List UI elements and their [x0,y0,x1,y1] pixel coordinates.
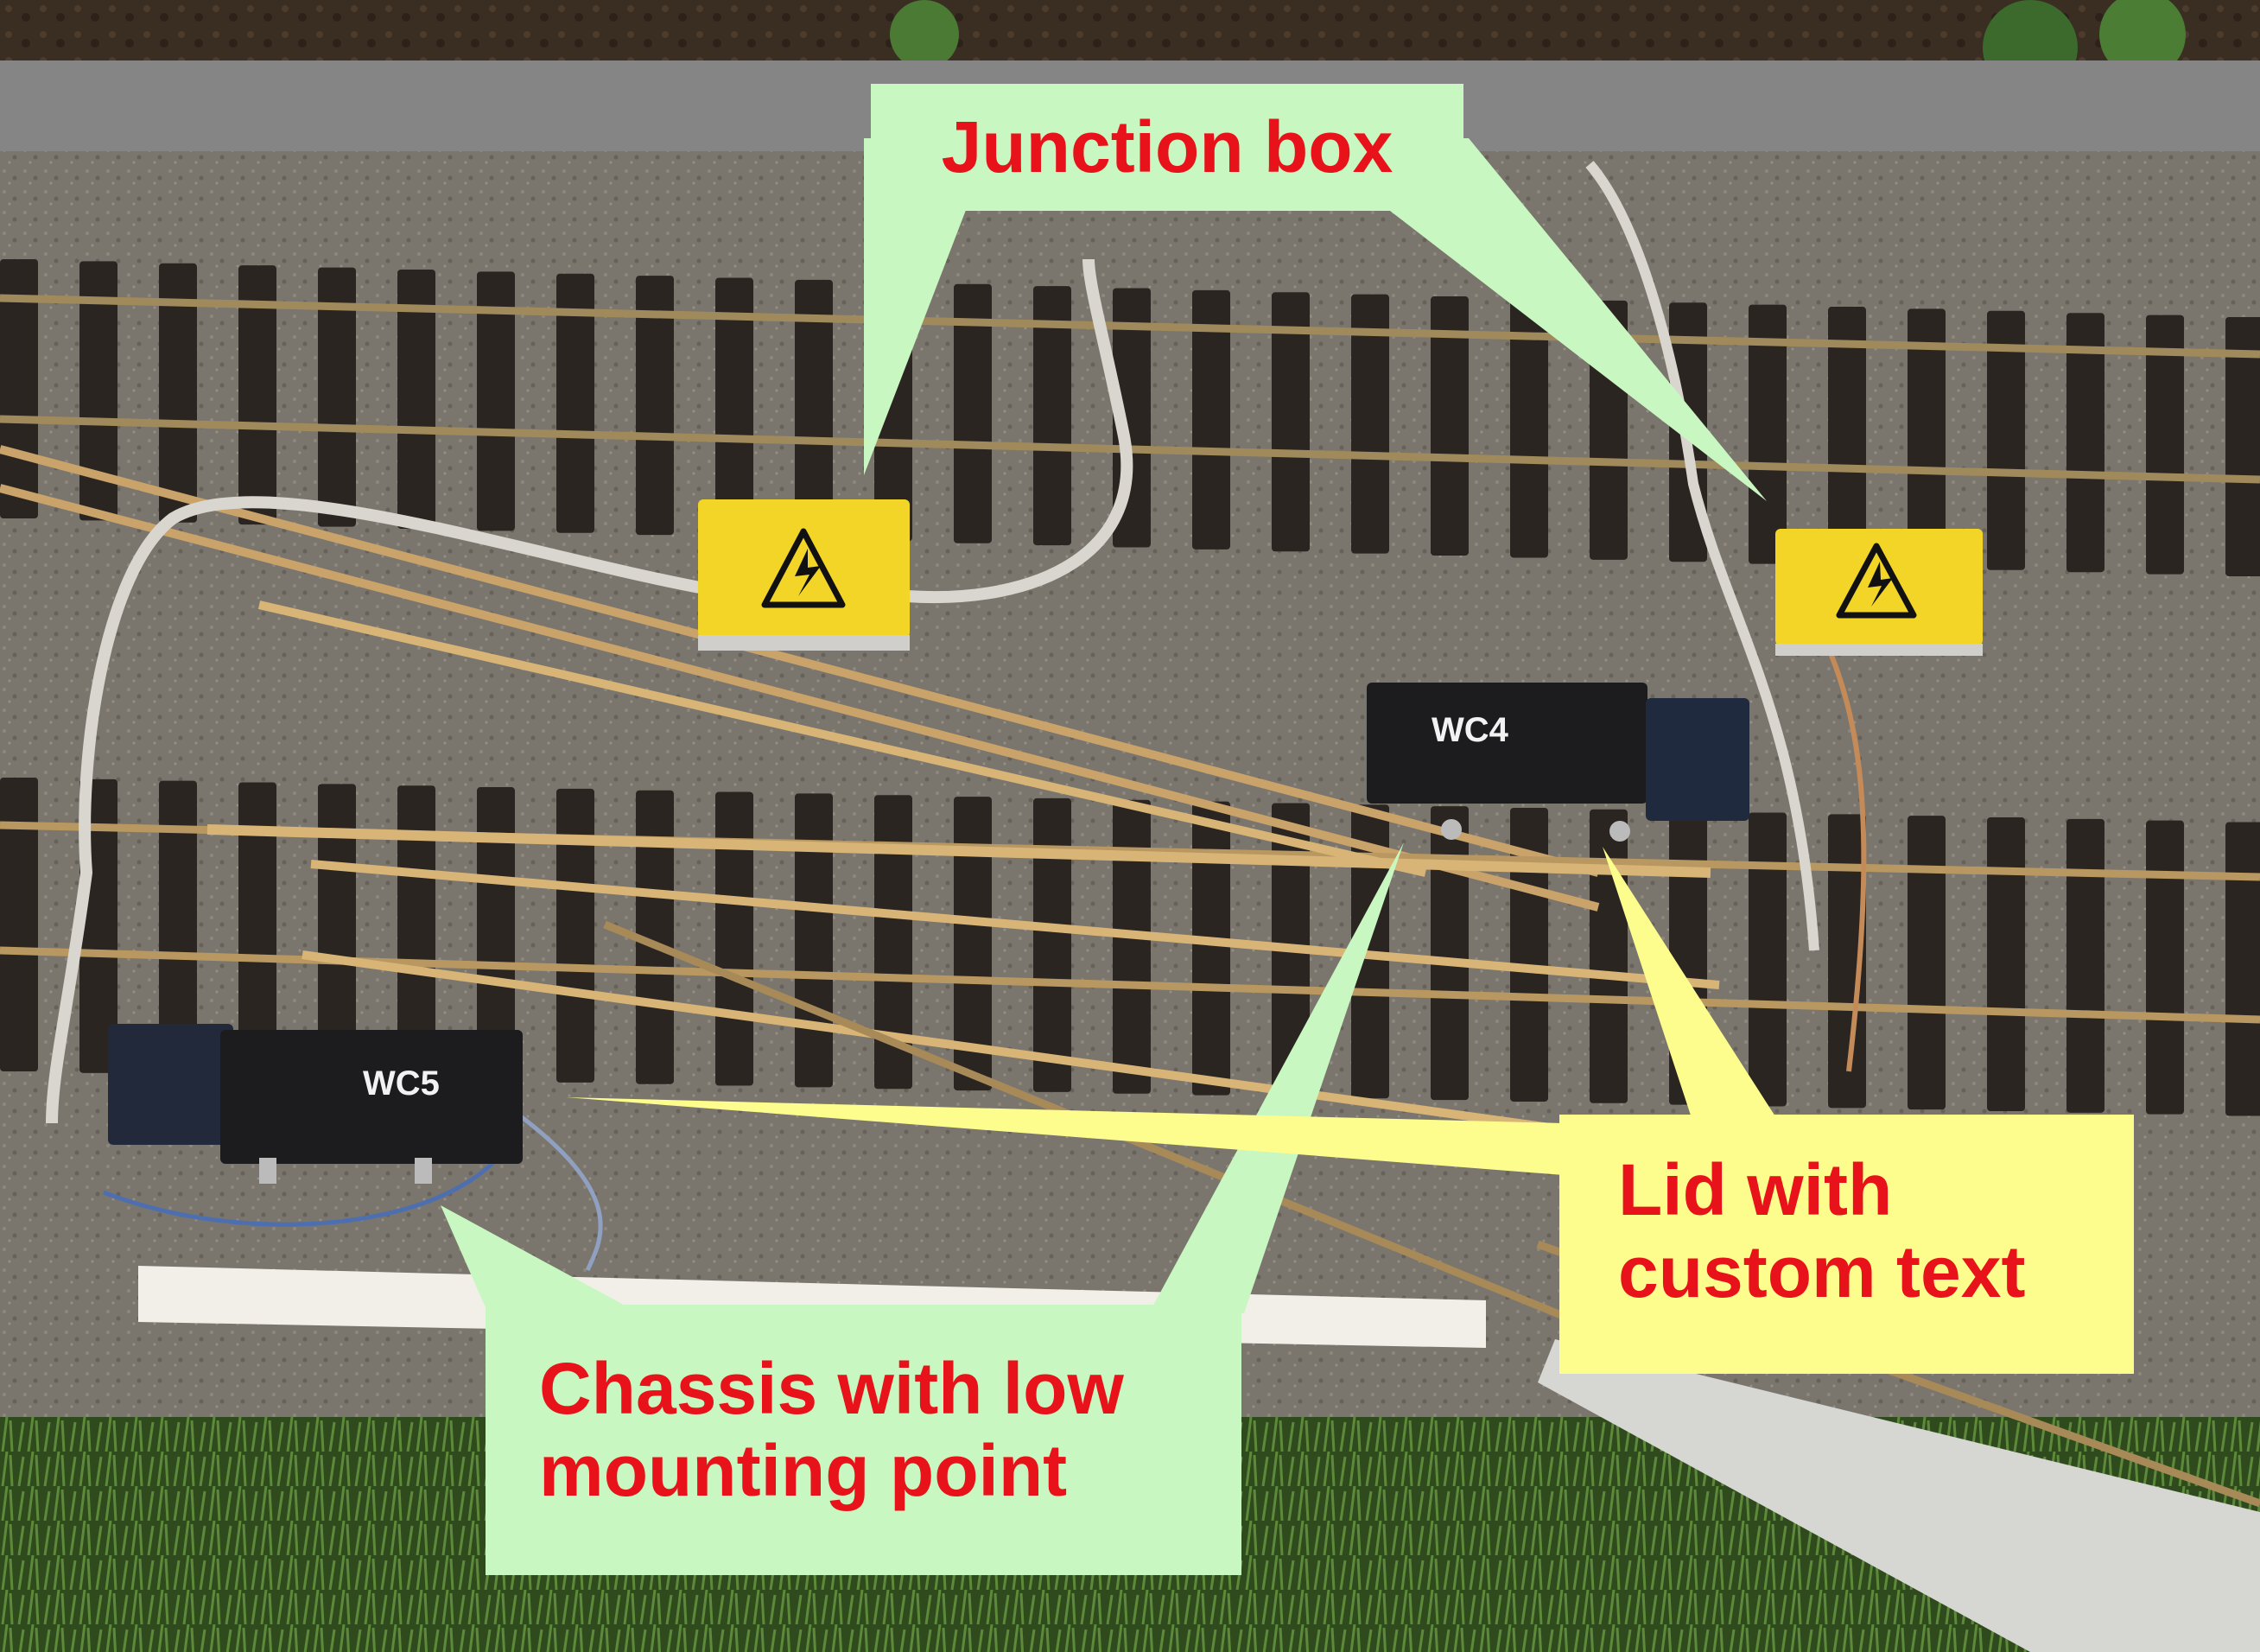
sleeper [1749,304,1787,564]
sleeper [1908,816,1946,1110]
callout-lid-line1: Lid with [1618,1149,1893,1230]
sleeper [1192,289,1230,550]
callout-pointer [441,1205,639,1313]
sleeper [1033,797,1071,1092]
sleeper [1033,286,1071,546]
lid-label-wc4: WC4 [1432,711,1508,749]
plant [2099,0,2186,78]
sleeper [1908,308,1946,569]
callout-chassis: Chassis with low mounting point [486,1305,1241,1575]
sleeper [1113,799,1151,1094]
sleeper [795,793,833,1088]
sleeper [1431,296,1469,556]
sleeper [1431,806,1469,1101]
sleeper [2225,316,2260,576]
callout-lid: Lid with custom text [1559,1115,2134,1374]
sleeper [715,791,753,1086]
callout-pointer [864,138,994,475]
sleeper [636,276,674,536]
sleeper [2066,818,2104,1113]
sleeper [1828,307,1866,567]
sleeper [715,277,753,537]
callout-pointer [1149,842,1404,1313]
plant [890,0,959,69]
sleeper [954,283,992,543]
sleeper [2066,313,2104,573]
sleeper [1510,298,1548,558]
sleeper [1987,310,2025,570]
callout-junction-box-text: Junction box [941,106,1393,188]
cable [517,1113,603,1272]
sleeper [397,785,435,1080]
callout-pointer [566,1097,1564,1175]
warning-electric-icon [761,528,846,608]
sleeper [159,263,197,523]
sleeper [477,271,515,531]
sleeper [795,279,833,539]
junction-box-right [1775,529,1983,656]
sleeper [1351,294,1389,554]
sleeper [0,778,38,1071]
point-motor-wc4 [1367,683,1749,842]
concrete-edge [1538,1339,2260,1652]
sleeper [318,784,356,1078]
cable [906,258,1133,603]
sleeper [2146,820,2184,1115]
sleeper [2225,822,2260,1116]
sleeper [79,261,117,521]
sleeper [1590,809,1628,1103]
cable [1585,161,1819,951]
sleeper [238,265,276,525]
sleeper [556,788,594,1083]
sleeper [1749,812,1787,1107]
sleeper [1192,801,1230,1096]
point-motor-wc5 [108,1024,523,1184]
sleeper [874,795,912,1090]
sleeper [477,787,515,1082]
lid-label-wc5: WC5 [363,1064,440,1102]
callout-pointer [1603,847,1780,1123]
warning-electric-icon [1836,543,1917,619]
sleeper [556,273,594,533]
sleeper [318,267,356,527]
sleeper [238,782,276,1077]
sleeper [159,780,197,1075]
callout-chassis-line1: Chassis with low [539,1348,1124,1429]
sleeper [1828,814,1866,1109]
sleeper [397,269,435,529]
callout-lid-line2: custom text [1618,1230,2026,1312]
sleeper [1987,817,2025,1111]
sleeper [1272,292,1310,552]
callout-junction-box: Junction box [871,84,1463,211]
callout-chassis-line2: mounting point [539,1429,1068,1511]
sleeper [2146,315,2184,575]
sleeper [1510,807,1548,1102]
sleeper [636,790,674,1084]
cable [46,496,701,1124]
callout-pointer [1296,138,1767,501]
sleeper [954,797,992,1091]
crossing-track [0,445,2260,1508]
